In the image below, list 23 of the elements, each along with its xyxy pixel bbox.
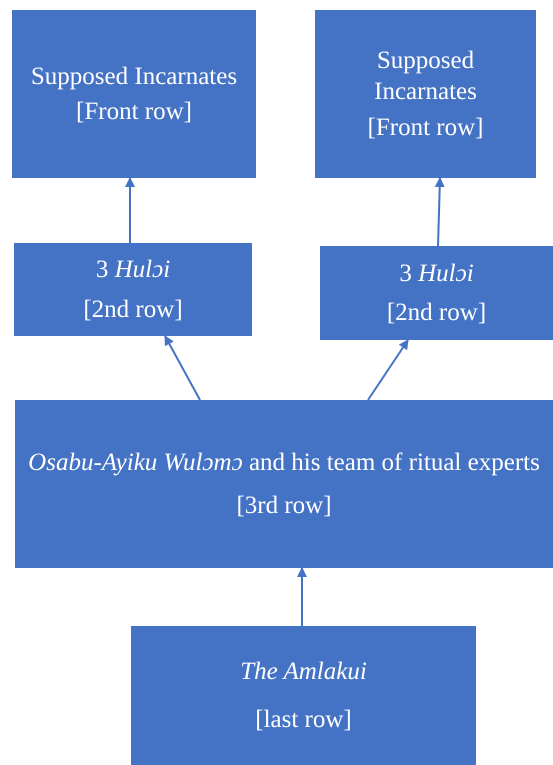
- box-title: The Amlakui: [240, 657, 367, 688]
- arrow: [367, 339, 409, 401]
- box-title: Supposed Incarnates: [30, 62, 238, 92]
- box-title: Osabu-Ayiku Wulɔmɔ and his team of ritual experts: [28, 448, 540, 478]
- row-label: [2nd row]: [386, 298, 486, 328]
- arrow: [434, 177, 445, 246]
- process-box: [315, 10, 536, 178]
- row-label: [last row]: [255, 704, 352, 734]
- arrow: [125, 177, 135, 243]
- row-label: [Front row]: [76, 97, 192, 127]
- process-box: [131, 626, 476, 765]
- row-label: [2nd row]: [83, 294, 183, 324]
- process-box: [14, 243, 252, 336]
- box-title: Supposed Incarnates: [373, 46, 478, 108]
- arrow: [297, 567, 307, 626]
- process-box: [15, 400, 553, 568]
- row-label: [3rd row]: [236, 491, 332, 521]
- row-label: [Front row]: [368, 112, 484, 143]
- process-box: [320, 246, 553, 340]
- arrow: [164, 335, 201, 400]
- box-title: 3 Hulɔi: [96, 255, 170, 286]
- process-box: [12, 10, 256, 178]
- box-title: 3 Hulɔi: [399, 258, 474, 289]
